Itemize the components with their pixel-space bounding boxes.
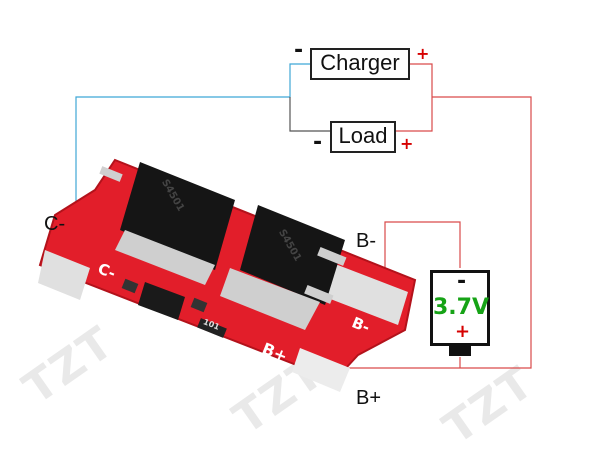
load-minus-sign: - xyxy=(313,130,323,155)
load-box: Load xyxy=(330,121,396,153)
wire-load-minus xyxy=(289,97,330,132)
battery-plus: + xyxy=(455,321,471,342)
battery-voltage: 3.7V xyxy=(433,295,489,320)
b-plus-label: B+ xyxy=(356,387,382,409)
charger-minus-sign: - xyxy=(294,38,304,63)
pcb-board xyxy=(38,158,417,392)
battery-terminal xyxy=(449,346,471,356)
load-plus-sign: + xyxy=(400,134,414,153)
load-label: Load xyxy=(338,123,388,148)
wire-b-minus xyxy=(384,221,461,287)
battery-minus: - xyxy=(457,269,467,294)
charger-box: Charger xyxy=(310,48,410,80)
battery: - 3.7V + xyxy=(430,269,490,346)
b-minus-label: B- xyxy=(356,230,376,252)
charger-label: Charger xyxy=(320,50,400,75)
c-minus-label: C- xyxy=(44,213,66,235)
charger-plus-sign: + xyxy=(416,44,430,63)
wire-plus-to-bplus xyxy=(340,96,532,369)
